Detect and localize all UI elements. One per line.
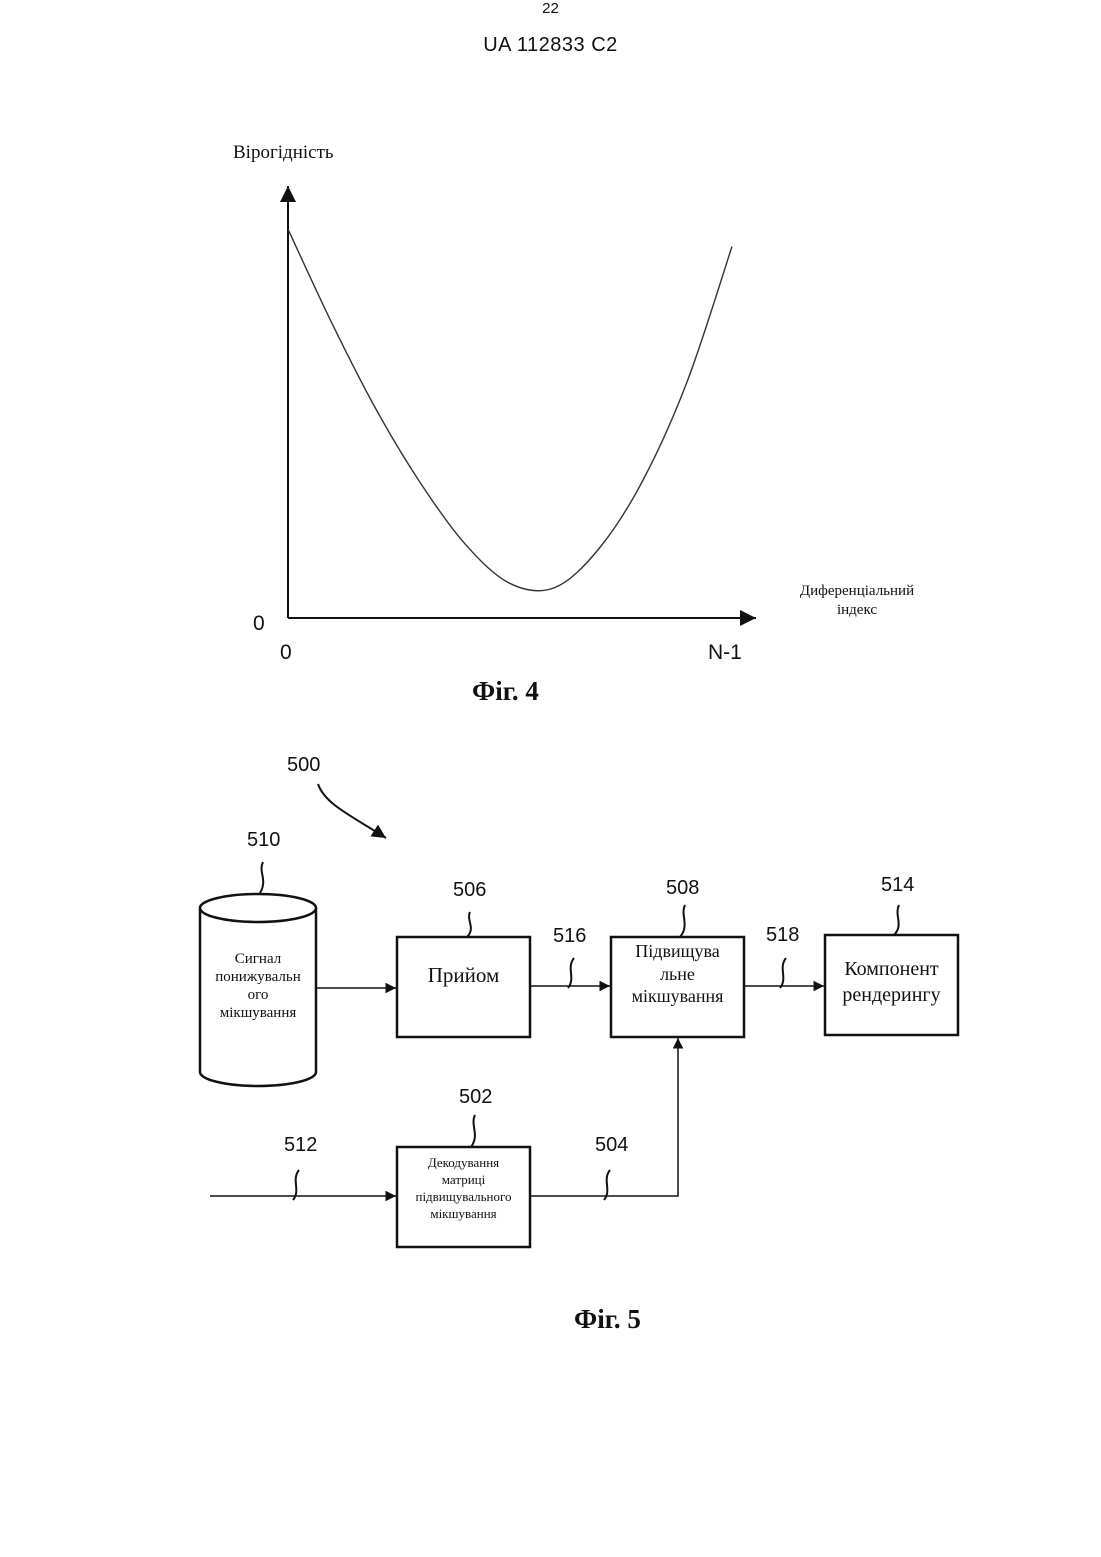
receive-label: Прийом bbox=[397, 963, 530, 988]
leader-506 bbox=[467, 912, 471, 937]
upmix-label-line2: льне bbox=[611, 963, 744, 986]
decode-label-line4: мікшування bbox=[397, 1206, 530, 1223]
storage-label-line3: ого bbox=[200, 986, 316, 1004]
ref-506: 506 bbox=[453, 879, 486, 902]
upmix-label-line3: мікшування bbox=[611, 985, 744, 1008]
leader-510 bbox=[260, 862, 263, 893]
ref-518: 518 bbox=[766, 924, 799, 947]
render-label-line2: рендерингу bbox=[825, 982, 958, 1008]
upmix-label: Підвищува льне мікшування bbox=[611, 940, 744, 1008]
storage-label-line2: понижувальн bbox=[200, 968, 316, 986]
ref-500-arrow bbox=[318, 784, 386, 838]
decode-label-line1: Декодування bbox=[397, 1155, 530, 1172]
render-label-line1: Компонент bbox=[825, 956, 958, 982]
decode-label-line3: підвищувального bbox=[397, 1189, 530, 1206]
ref-516: 516 bbox=[553, 925, 586, 948]
storage-label-line1: Сигнал bbox=[200, 950, 316, 968]
fig5-caption: Фіг. 5 bbox=[574, 1304, 641, 1335]
leader-502 bbox=[471, 1115, 475, 1147]
leader-508 bbox=[680, 905, 685, 937]
storage-label-line4: мікшування bbox=[200, 1004, 316, 1022]
render-label: Компонент рендерингу bbox=[825, 956, 958, 1008]
ref-504: 504 bbox=[595, 1134, 628, 1157]
signal-mark-516 bbox=[568, 958, 574, 988]
decode-label: Декодування матриці підвищувального мікш… bbox=[397, 1155, 530, 1223]
upmix-label-line1: Підвищува bbox=[611, 940, 744, 963]
ref-510: 510 bbox=[247, 829, 280, 852]
arrow-decode-to-upmix bbox=[530, 1038, 678, 1196]
ref-500: 500 bbox=[287, 754, 320, 777]
ref-512: 512 bbox=[284, 1134, 317, 1157]
leader-514 bbox=[894, 905, 899, 935]
decode-label-line2: матриці bbox=[397, 1172, 530, 1189]
storage-label: Сигнал понижувальн ого мікшування bbox=[200, 950, 316, 1022]
signal-mark-518 bbox=[780, 958, 786, 988]
ref-508: 508 bbox=[666, 877, 699, 900]
ref-502: 502 bbox=[459, 1086, 492, 1109]
ref-514: 514 bbox=[881, 874, 914, 897]
